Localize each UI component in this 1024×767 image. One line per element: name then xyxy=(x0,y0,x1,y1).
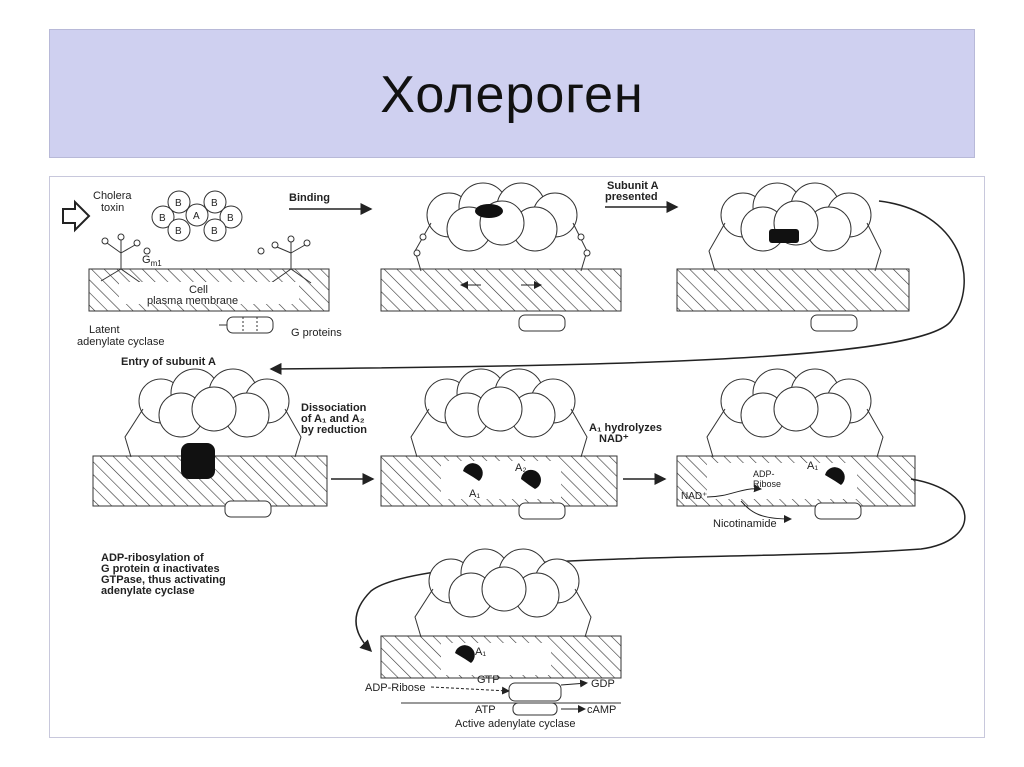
a1-subunit xyxy=(455,645,475,663)
panel-3 xyxy=(676,182,910,332)
dissociation-label-1: Dissociation xyxy=(301,402,367,414)
subunit-b-label: B xyxy=(211,226,218,237)
subunit-b-label: B xyxy=(227,213,234,224)
gdp-label: GDP xyxy=(591,678,615,690)
subunit-b-label: B xyxy=(211,198,218,209)
ribosylation-label-2: G protein α inactivates xyxy=(101,563,220,575)
ribosylation-label-1: ADP-ribosylation of xyxy=(101,552,204,564)
subunit-a-label: A xyxy=(193,211,200,222)
subunit-a-presented-label-1: Subunit A xyxy=(607,180,659,192)
subunit-a-dark xyxy=(769,229,799,243)
subunit-a-dark xyxy=(181,443,215,479)
binding-label: Binding xyxy=(289,192,330,204)
a2-label: A₂ xyxy=(515,462,527,474)
ribosylation-label-3: GTPase, thus activating xyxy=(101,574,226,586)
latent-cyclase-label-1: Latent xyxy=(89,324,120,336)
hydrolyzes-label-1: A₁ hydrolyzes xyxy=(589,422,662,434)
g-proteins-label: G proteins xyxy=(291,327,342,339)
hydrolyzes-label-2: NAD⁺ xyxy=(599,433,629,445)
subunit-b-label: B xyxy=(175,198,182,209)
g-protein-complex xyxy=(219,316,274,334)
ribosylation-label-4: adenylate cyclase xyxy=(101,585,195,597)
slide-title: Холероген xyxy=(380,66,644,124)
gtp-label: GTP xyxy=(477,674,500,686)
a1-label: A₁ xyxy=(807,460,818,472)
nad-label: NAD⁺ xyxy=(681,491,707,502)
panel-7: A₁ ADP-Ribose GTP GDP ATP cAMP Active ad… xyxy=(365,548,622,730)
nicotinamide-label: Nicotinamide xyxy=(713,518,777,530)
cholera-toxin-label-1: Cholera xyxy=(93,190,132,202)
title-banner: Холероген xyxy=(49,29,975,158)
active-cyclase-label: Active adenylate cyclase xyxy=(455,718,575,730)
adp-ribose-label-1: ADP- xyxy=(753,469,775,479)
membrane-label-1: Cell xyxy=(189,284,208,296)
panel-6: A₁ ADP- Ribose NAD⁺ Nicotinamide xyxy=(676,368,916,530)
a2-subunit xyxy=(521,469,541,489)
flow-arrow-1 xyxy=(269,200,965,375)
camp-label: cAMP xyxy=(587,704,616,716)
dissociation-label-2: of A₁ and A₂ xyxy=(301,413,365,425)
atp-label: ATP xyxy=(475,704,496,716)
panel-2 xyxy=(380,182,622,332)
subunit-a-dark xyxy=(475,204,503,218)
cholera-toxin-diagram: Cholera toxin B B B B A B B Gm1 xyxy=(62,180,966,730)
a1-label: A₁ xyxy=(469,488,480,500)
panel-4 xyxy=(92,368,328,518)
toxin-cluster xyxy=(151,190,243,242)
flow-arrow-4 xyxy=(355,478,966,653)
cholera-toxin-label-2: toxin xyxy=(101,202,124,214)
subunit-b-label: B xyxy=(159,213,166,224)
figure-frame: Cholera toxin B B B B A B B Gm1 xyxy=(49,176,985,738)
latent-cyclase-label-2: adenylate cyclase xyxy=(77,336,164,348)
a1-subunit xyxy=(825,467,845,485)
adp-ribose-line-label: ADP-Ribose xyxy=(365,682,426,694)
subunit-b-label: B xyxy=(175,226,182,237)
panel-1: Cholera toxin B B B B A B B Gm1 xyxy=(62,190,342,348)
a1-label: A₁ xyxy=(475,646,486,658)
subunit-a-presented-label-2: presented xyxy=(605,191,658,203)
entry-label: Entry of subunit A xyxy=(121,356,216,368)
gm1-label: Gm1 xyxy=(142,254,162,268)
a1-subunit xyxy=(463,463,483,481)
membrane-label-2: plasma membrane xyxy=(147,295,238,307)
dissociation-label-3: by reduction xyxy=(301,424,367,436)
input-arrow-icon xyxy=(62,199,91,233)
adp-ribose-label-2: Ribose xyxy=(753,479,781,489)
panel-5: A₁ A₂ xyxy=(380,368,618,520)
